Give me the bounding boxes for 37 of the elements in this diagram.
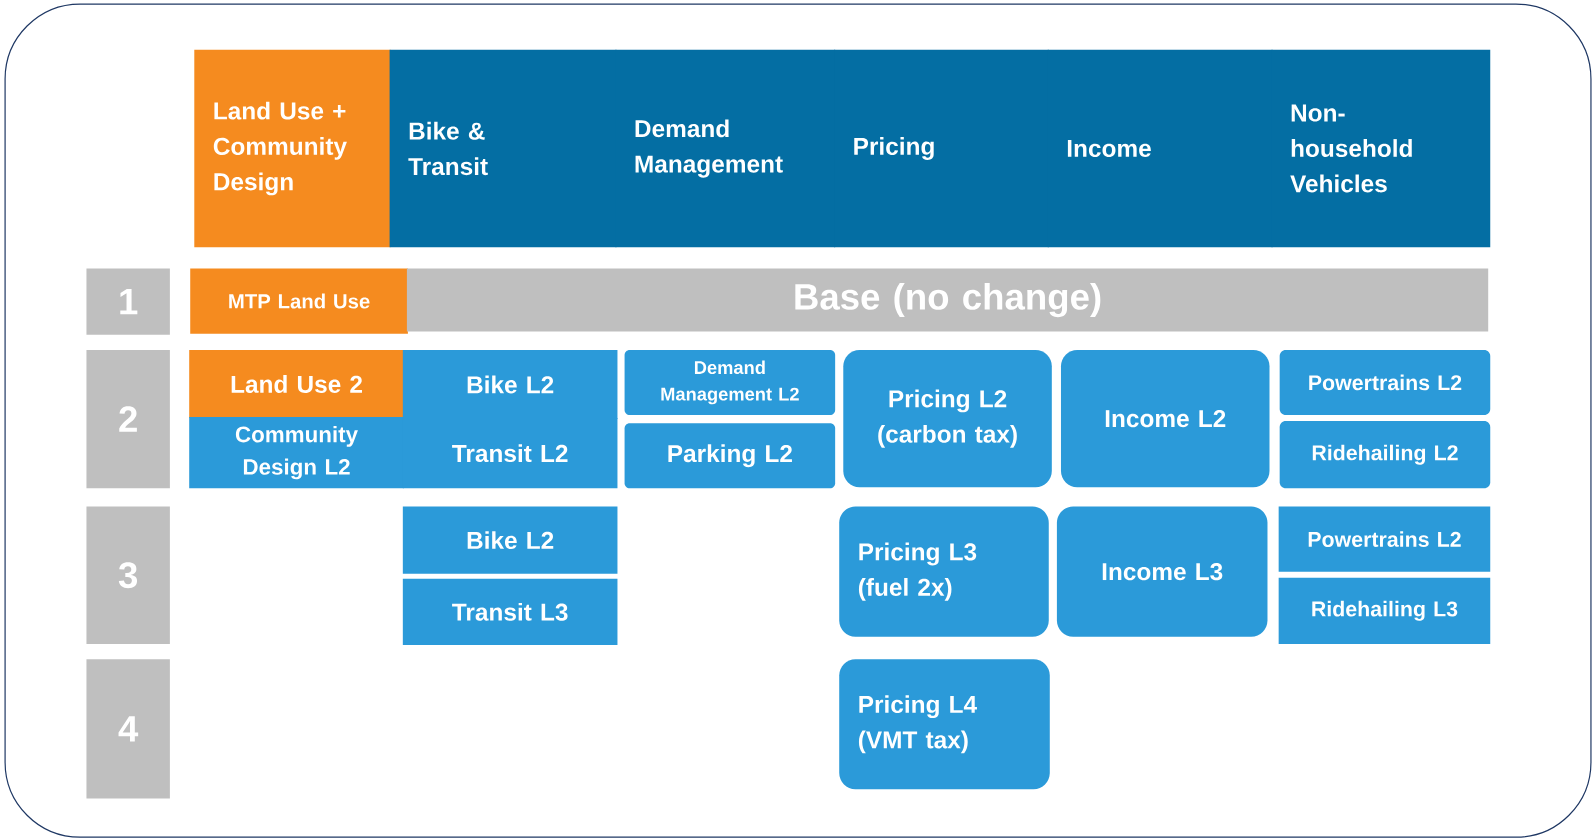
node-label: Demand Management: [635, 119, 783, 178]
scenario-box: Powertrains L2: [1279, 349, 1491, 415]
row-number: 3: [86, 506, 170, 644]
row-number: 4: [86, 659, 170, 799]
header-cell: Income: [1047, 49, 1273, 248]
scenario-box: Parking L2: [624, 423, 836, 489]
scenario-box: Bike L2: [402, 506, 618, 574]
scenario-box: MTP Land Use: [190, 268, 408, 334]
row-number: 1: [86, 268, 170, 335]
node-label: Bike & Transit: [408, 121, 488, 176]
header-cell: Non-household Vehicles: [1271, 49, 1491, 248]
header-cell: Land Use + Community Design: [194, 49, 391, 248]
scenario-box: Bike L2: [402, 349, 618, 419]
node-label: Bike L2: [467, 375, 554, 394]
scenario-box: Transit L3: [402, 578, 618, 645]
node-label: Community Design L2: [235, 425, 358, 480]
scenario-box: Land Use 2: [189, 349, 404, 418]
header-cell: Demand Management: [615, 49, 836, 248]
scenario-box: Income L3: [1056, 506, 1268, 637]
scenario-box: Pricing L3 (fuel 2x): [839, 506, 1049, 637]
scenario-box: Pricing L2 (carbon tax): [843, 349, 1052, 488]
scenario-box: Pricing L4 (VMT tax): [839, 659, 1050, 790]
node-label: Transit L2: [452, 444, 568, 463]
scenario-box: Demand Management L2: [624, 349, 836, 415]
scenario-box: Transit L2: [402, 417, 618, 489]
scenario-box: Ridehailing L2: [1279, 421, 1491, 489]
node-label: Pricing: [854, 136, 934, 160]
row-number: 2: [86, 349, 170, 489]
node-label: Income: [1067, 139, 1151, 157]
node-label: Non-household Vehicles: [1290, 104, 1412, 193]
scenario-box: Powertrains L2: [1278, 506, 1491, 572]
scenario-box: Income L2: [1061, 349, 1270, 488]
header-cell: Bike & Transit: [389, 49, 617, 248]
scenario-box: Ridehailing L3: [1278, 577, 1491, 644]
header-cell: Pricing: [834, 49, 1049, 248]
scenario-box: Community Design L2: [189, 416, 404, 489]
base-band: Base (no change): [406, 268, 1489, 332]
